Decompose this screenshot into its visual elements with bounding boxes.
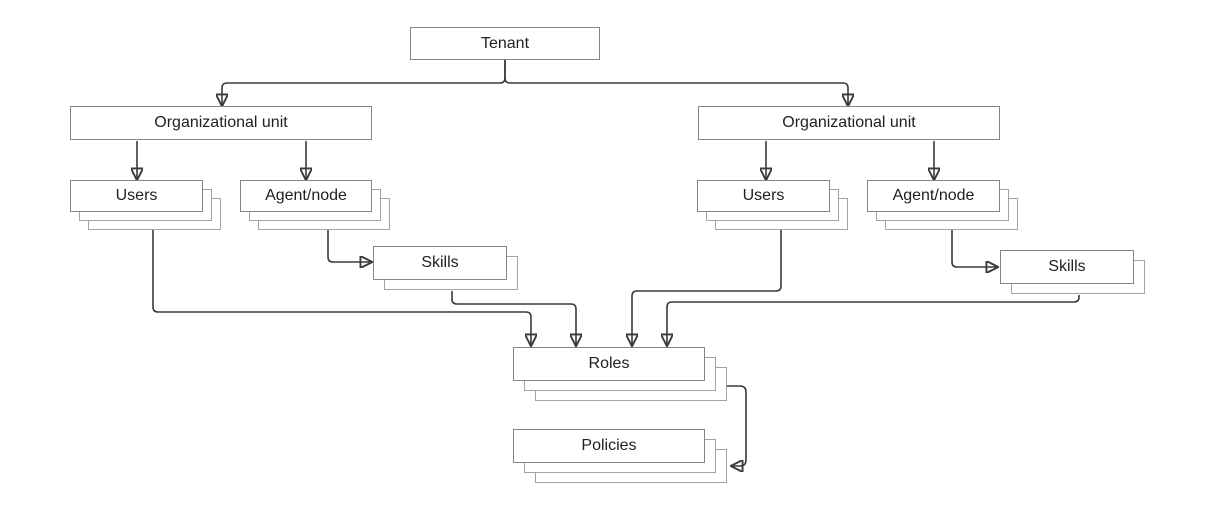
node-organizational-unit-left: Organizational unit	[70, 106, 372, 140]
edge-users-left-to-roles	[152, 230, 531, 344]
node-organizational-unit-left-label: Organizational unit	[154, 114, 288, 131]
edge-tenant-to-ou-right	[504, 60, 848, 104]
node-skills-left: Skills	[373, 246, 518, 290]
node-organizational-unit-right-label: Organizational unit	[782, 114, 916, 131]
node-agent-node-left: Agent/node	[240, 180, 390, 230]
edge-roles-to-policies	[727, 385, 747, 466]
node-users-right: Users	[697, 180, 848, 230]
edge-skills-right-to-roles	[667, 295, 1080, 344]
node-skills-right: Skills	[1000, 250, 1145, 294]
edge-users-right-to-roles	[632, 230, 782, 344]
node-roles: Roles	[513, 347, 727, 401]
edge-agent-left-to-skills	[327, 230, 370, 262]
node-agent-node-right-label: Agent/node	[892, 187, 975, 204]
node-agent-node-left-label: Agent/node	[265, 187, 347, 204]
node-agent-node-right: Agent/node	[867, 180, 1018, 230]
edge-agent-right-to-skills	[951, 230, 996, 267]
node-policies-label: Policies	[581, 437, 637, 454]
node-organizational-unit-right: Organizational unit	[698, 106, 1000, 140]
node-users-right-label: Users	[742, 187, 785, 204]
edge-tenant-to-ou-left	[222, 60, 506, 104]
node-policies: Policies	[513, 429, 727, 483]
node-users-left-label: Users	[115, 187, 158, 204]
edge-skills-left-to-roles	[451, 291, 576, 344]
node-roles-label: Roles	[588, 355, 630, 372]
node-users-left: Users	[70, 180, 221, 230]
node-tenant-label: Tenant	[480, 34, 530, 52]
node-tenant: Tenant	[410, 27, 600, 60]
node-skills-right-label: Skills	[1048, 258, 1086, 275]
node-skills-left-label: Skills	[421, 254, 459, 271]
